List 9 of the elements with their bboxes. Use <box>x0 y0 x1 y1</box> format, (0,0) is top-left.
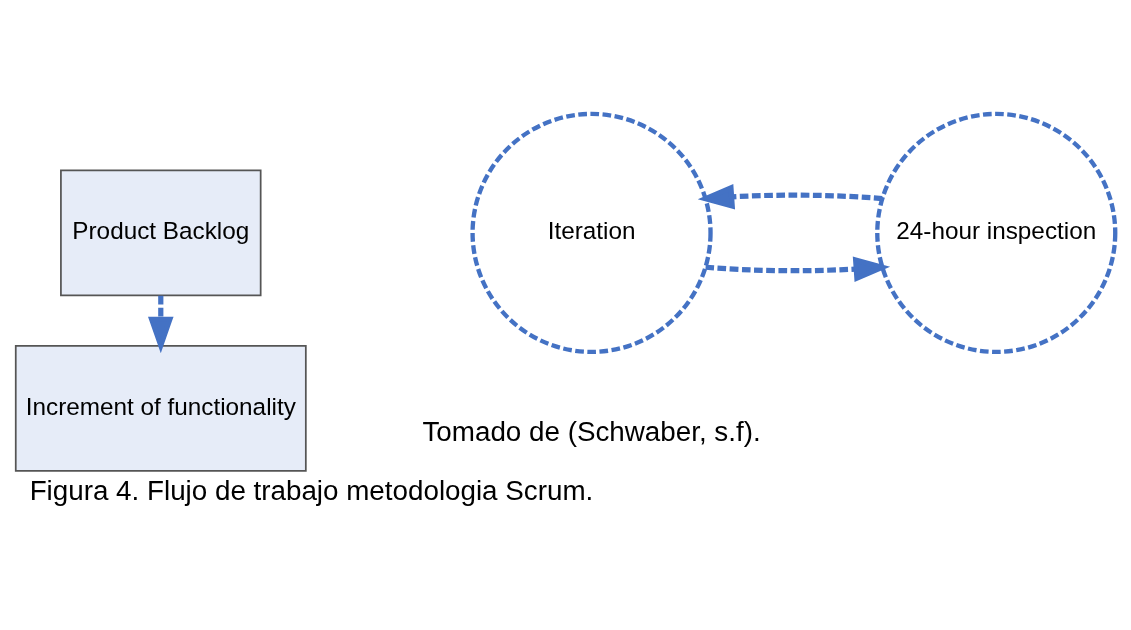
arrow <box>705 256 891 282</box>
arrow <box>148 295 174 354</box>
node-circle: Iteration <box>470 111 713 355</box>
label: Tomado de (Schwaber, s.f). <box>422 416 761 448</box>
caption: Figura 4. Flujo de trabajo metodologia Scrum. <box>29 475 594 507</box>
node-box: Increment of functionality <box>14 344 307 472</box>
node-circle: 24-hour inspection <box>875 111 1118 355</box>
node-box: Product Backlog <box>60 169 262 297</box>
arrow <box>697 183 883 210</box>
